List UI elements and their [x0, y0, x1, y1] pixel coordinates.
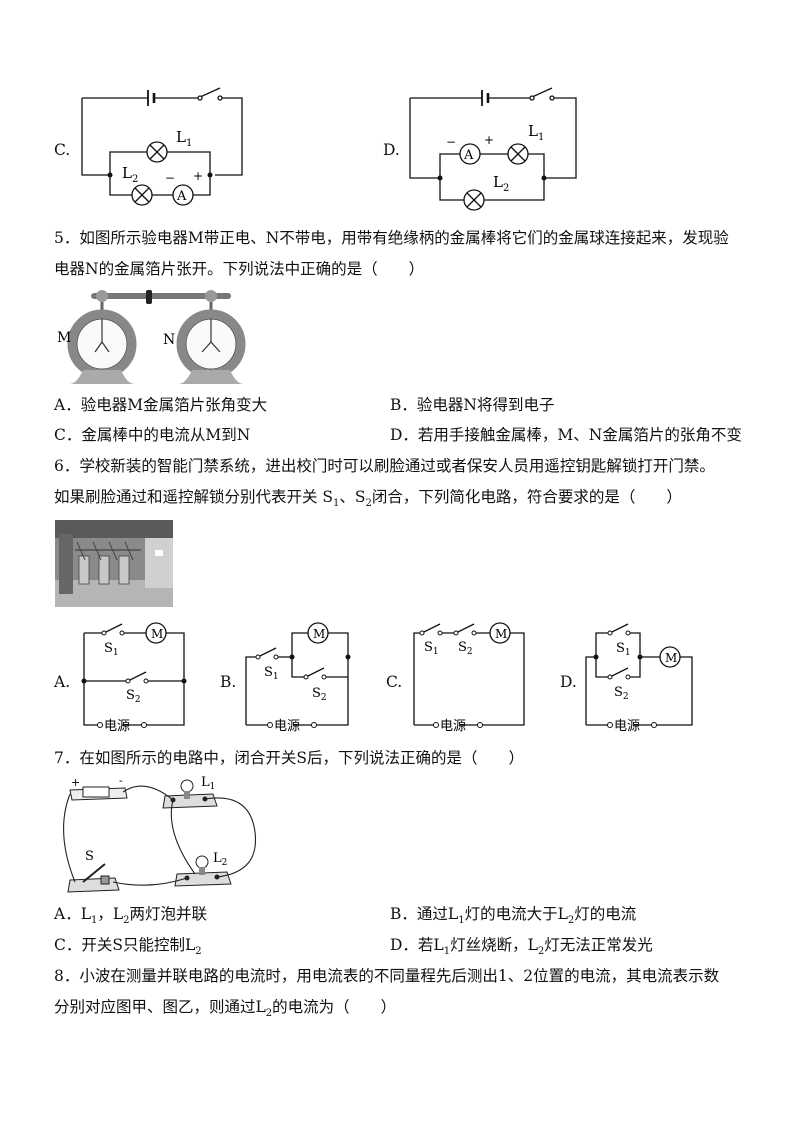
q7-option-a: A．L1，L2两灯泡并联: [54, 905, 208, 927]
svg-text:-: -: [119, 774, 123, 787]
q5-electroscope-figure: M N: [57, 290, 246, 384]
q7-physical-circuit: + - L1 L2 S: [63, 774, 257, 893]
q5-stem-line1: 5．如图所示验电器M带正电、N不带电，用带有绝缘柄的金属棒将它们的金属球连接起来…: [54, 229, 729, 247]
q4d-plus: +: [484, 133, 494, 147]
q5-option-c: C．金属棒中的电流从M到N: [54, 426, 251, 444]
q6-option-a-label: A.: [54, 673, 71, 691]
q7-l2-label: L2: [213, 851, 227, 868]
q6a-motor-label: M: [151, 627, 163, 641]
electroscope-m-label: M: [57, 330, 71, 346]
electroscope-n-label: N: [163, 332, 175, 348]
q5-option-a: A．验电器M金属箔片张角变大: [54, 396, 268, 414]
q4d-ammeter-label: A: [463, 148, 474, 163]
q4-option-d-label: D.: [383, 141, 400, 159]
q6-circuit-d: M S1 S2 电源: [585, 623, 693, 734]
q5-stem-line2: 电器N的金属箔片张开。下列说法中正确的是（ ）: [54, 260, 425, 278]
q6-circuit-a: M S1 S2 电源: [81, 622, 187, 734]
q4c-ammeter-label: A: [176, 189, 187, 204]
q6b-s1-label: S1: [264, 665, 279, 682]
q6b-power-label: 电源: [274, 719, 300, 734]
q4d-minus: −: [446, 135, 456, 149]
q7-s-label: S: [85, 849, 94, 864]
q5-option-d: D．若用手接触金属棒，M、N金属箔片的张角不变: [390, 426, 742, 444]
q6b-motor-label: M: [313, 627, 325, 641]
q4d-l1-label: L1: [528, 122, 544, 143]
q6-option-b-label: B.: [220, 673, 237, 691]
q6c-power-label: 电源: [440, 719, 466, 734]
q4-option-c-label: C.: [54, 141, 71, 159]
school-gate-photo: [55, 520, 173, 607]
q4c-l1-label: L1: [176, 128, 192, 149]
q7-option-c: C．开关S只能控制L2: [54, 936, 202, 958]
svg-text:+: +: [71, 776, 80, 789]
q6a-s1-label: S1: [104, 641, 119, 658]
q6-option-c-label: C.: [386, 673, 403, 691]
q6b-s2-label: S2: [312, 686, 327, 703]
q6c-s2-label: S2: [458, 640, 473, 657]
q8-stem-line2: 分别对应图甲、图乙，则通过L2的电流为（ ）: [54, 998, 397, 1020]
q4-circuit-c: L1 L2 A − +: [81, 87, 243, 206]
q6-circuit-c: M S1 S2 电源: [413, 622, 525, 734]
q7-option-b: B．通过L1灯的电流大于L2灯的电流: [390, 905, 637, 927]
q6d-s2-label: S2: [614, 685, 629, 702]
q7-l1-label: L1: [201, 775, 215, 792]
q4c-plus: +: [193, 169, 203, 183]
q6-circuit-b: M S1 S2 电源: [245, 622, 351, 734]
q4-circuit-d: A − + L1 L2: [409, 87, 577, 211]
q6a-power-label: 电源: [104, 719, 130, 734]
q6-option-d-label: D.: [560, 673, 577, 691]
q6-stem-line2: 如果刷脸通过和遥控解锁分别代表开关 S1、S2闭合，下列简化电路，符合要求的是（…: [54, 488, 682, 510]
q6d-s1-label: S1: [616, 641, 631, 658]
q6c-s1-label: S1: [424, 640, 439, 657]
q4c-minus: −: [165, 171, 175, 185]
q8-stem-line1: 8．小波在测量并联电路的电流时，用电流表的不同量程先后测出1、2位置的电流，其电…: [54, 967, 720, 985]
q6d-motor-label: M: [665, 651, 677, 665]
q5-option-b: B．验电器N将得到电子: [390, 396, 555, 414]
q6d-power-label: 电源: [614, 719, 640, 734]
q7-option-d: D．若L1灯丝烧断，L2灯无法正常发光: [390, 936, 653, 958]
q6c-motor-label: M: [495, 627, 507, 641]
q4c-l2-label: L2: [122, 164, 138, 185]
q6a-s2-label: S2: [126, 688, 141, 705]
q7-stem: 7．在如图所示的电路中，闭合开关S后，下列说法正确的是（ ）: [54, 749, 524, 767]
q6-stem-line1: 6．学校新装的智能门禁系统，进出校门时可以刷脸通过或者保安人员用遥控钥匙解锁打开…: [54, 457, 715, 475]
q4d-l2-label: L2: [493, 173, 509, 194]
